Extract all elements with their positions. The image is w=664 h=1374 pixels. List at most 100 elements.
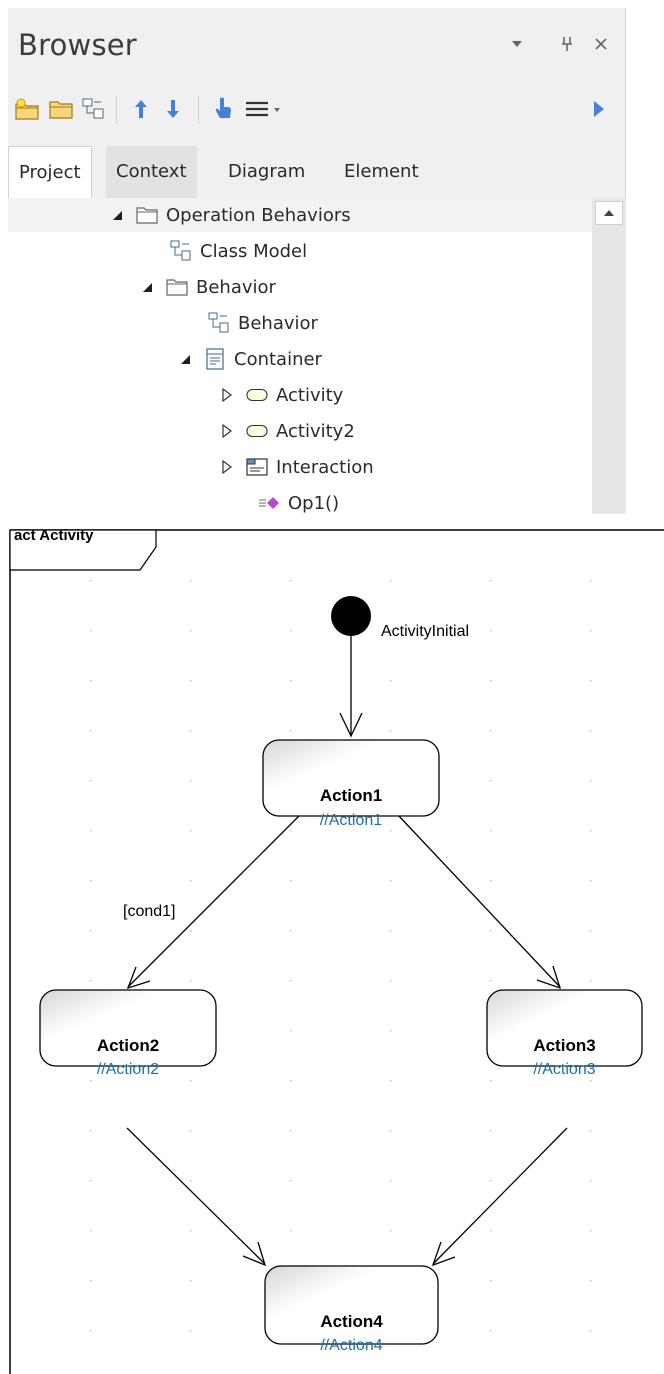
- diagram-canvas: [9, 529, 664, 1374]
- action1-node[interactable]: [262, 739, 440, 817]
- action2-stereotype: //Action2: [96, 1061, 160, 1078]
- expand-right-icon[interactable]: [586, 96, 612, 122]
- grid-dot: [490, 1180, 492, 1182]
- grid-dot: [390, 830, 392, 832]
- tab-diagram[interactable]: Diagram: [228, 161, 306, 182]
- diagram-grid: [90, 580, 592, 1332]
- flow-action2-action4[interactable]: [126, 1127, 266, 1265]
- grid-dot: [390, 880, 392, 882]
- grid-dot: [390, 1180, 392, 1182]
- grid-dot: [90, 780, 92, 782]
- tree-item-label: Interaction: [276, 456, 374, 478]
- tree-scrollbar[interactable]: [592, 198, 626, 514]
- new-package-icon[interactable]: [14, 96, 40, 122]
- arrowhead-icon: [431, 1241, 456, 1267]
- class-diagram-icon[interactable]: [80, 96, 106, 122]
- grid-dot: [190, 1080, 192, 1082]
- grid-dot: [290, 1130, 292, 1132]
- close-icon[interactable]: [594, 36, 608, 55]
- grid-dot: [490, 830, 492, 832]
- flow-action1-action2[interactable]: [127, 814, 301, 988]
- tree-item-interaction[interactable]: Interaction: [220, 450, 374, 484]
- grid-dot: [490, 630, 492, 632]
- move-up-icon[interactable]: [128, 96, 154, 122]
- pin-icon[interactable]: [560, 36, 574, 56]
- grid-dot: [290, 680, 292, 682]
- folder-icon: [166, 276, 188, 298]
- grid-dot: [490, 730, 492, 732]
- grid-dot: [290, 880, 292, 882]
- flow-action3-action4[interactable]: [432, 1127, 568, 1265]
- grid-dot: [190, 630, 192, 632]
- collapsed-triangle-icon[interactable]: [220, 388, 234, 402]
- grid-dot: [90, 730, 92, 732]
- grid-dot: [90, 830, 92, 832]
- grid-dot: [290, 630, 292, 632]
- activity-diagram: act Activity ActivityInitial [cond1] Act…: [0, 520, 664, 1374]
- tree-item-operation-behaviors[interactable]: Operation Behaviors: [110, 198, 351, 232]
- tree-item-label: Activity: [276, 384, 344, 406]
- flow-action1-action3[interactable]: [397, 814, 561, 988]
- tree-item-container[interactable]: Container: [178, 342, 322, 376]
- tree-item-activity2[interactable]: Activity2: [220, 414, 355, 448]
- tree-item-behavior-folder[interactable]: Behavior: [140, 270, 276, 304]
- grid-dot: [90, 880, 92, 882]
- grid-dot: [290, 580, 292, 582]
- action4-stereotype: //Action4: [320, 1337, 383, 1354]
- grid-dot: [590, 680, 592, 682]
- grid-dot: [290, 1180, 292, 1182]
- grid-dot: [290, 1080, 292, 1082]
- grid-dot: [390, 630, 392, 632]
- tree-row-highlight: [8, 198, 592, 232]
- grid-dot: [590, 930, 592, 932]
- grid-dot: [590, 630, 592, 632]
- action4-node[interactable]: [264, 1265, 439, 1345]
- expanded-triangle-icon[interactable]: [140, 280, 154, 294]
- tree-item-op1[interactable]: Op1(): [258, 486, 339, 520]
- tab-element[interactable]: Element: [344, 161, 419, 182]
- tree-item-label: Container: [234, 348, 322, 370]
- grid-dot: [590, 780, 592, 782]
- grid-dot: [190, 730, 192, 732]
- grid-dot: [590, 1230, 592, 1232]
- grid-dot: [290, 980, 292, 982]
- expanded-triangle-icon[interactable]: [178, 352, 192, 366]
- grid-dot: [390, 930, 392, 932]
- scroll-up-button[interactable]: [595, 201, 623, 225]
- tree-item-behavior-diagram[interactable]: Behavior: [208, 306, 318, 340]
- action3-stereotype: //Action3: [533, 1061, 596, 1078]
- tree-item-class-model[interactable]: Class Model: [170, 234, 307, 268]
- initial-node[interactable]: [331, 596, 371, 636]
- action2-node[interactable]: [39, 989, 217, 1067]
- tree-item-label: Behavior: [196, 276, 276, 298]
- folder-icon[interactable]: [48, 96, 74, 122]
- grid-dot: [590, 980, 592, 982]
- collapsed-triangle-icon[interactable]: [220, 424, 234, 438]
- grid-dot: [90, 930, 92, 932]
- grid-dot: [590, 1080, 592, 1082]
- toolbar-separator: [116, 96, 117, 124]
- grid-dot: [590, 1280, 592, 1282]
- menu-icon[interactable]: [244, 96, 284, 122]
- grid-dot: [390, 1030, 392, 1032]
- collapsed-triangle-icon[interactable]: [220, 460, 234, 474]
- caret-down-icon[interactable]: [510, 36, 524, 55]
- move-down-icon[interactable]: [160, 96, 186, 122]
- grid-dot: [90, 1330, 92, 1332]
- arrowhead-icon: [339, 712, 363, 738]
- hand-pointer-icon[interactable]: [210, 96, 236, 122]
- tree-item-activity[interactable]: Activity: [220, 378, 343, 412]
- tab-context[interactable]: Context: [106, 146, 197, 198]
- class-icon: [204, 348, 226, 370]
- grid-dot: [490, 1130, 492, 1132]
- grid-dot: [90, 1080, 92, 1082]
- expanded-triangle-icon[interactable]: [110, 208, 124, 222]
- grid-dot: [590, 1130, 592, 1132]
- grid-dot: [290, 830, 292, 832]
- tree-item-label: Activity2: [276, 420, 355, 442]
- action3-node[interactable]: [486, 989, 643, 1067]
- grid-dot: [90, 630, 92, 632]
- grid-dot: [190, 980, 192, 982]
- grid-dot: [90, 980, 92, 982]
- tab-project[interactable]: Project: [8, 146, 92, 198]
